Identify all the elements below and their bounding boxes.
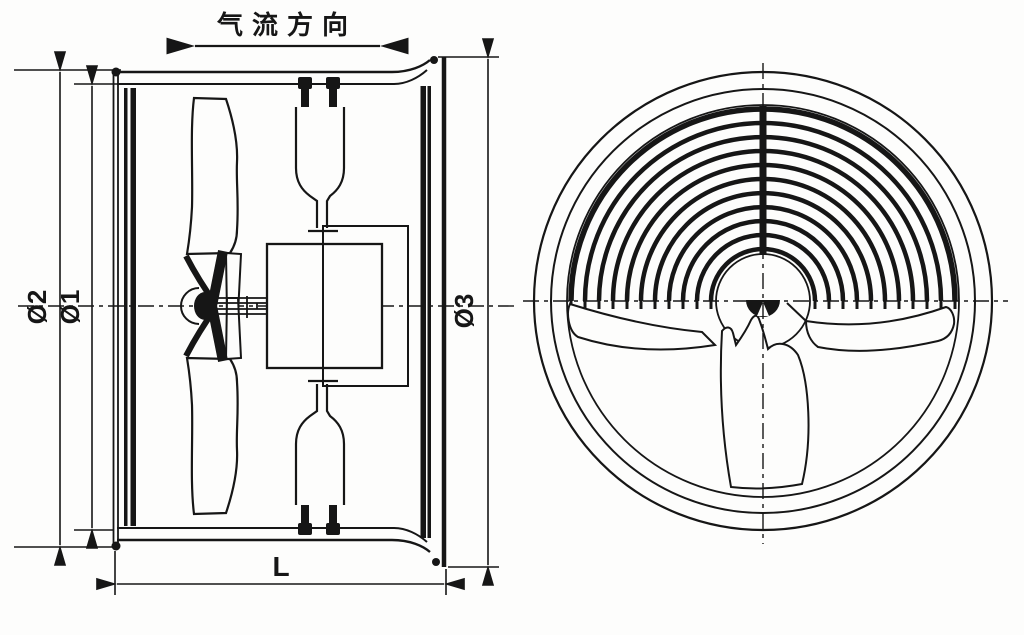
airflow-direction-label: 气流方向 [216,10,357,41]
bottom-blade [719,314,810,490]
fan-blade-profile [185,96,239,256]
casing-top-inner [117,69,428,85]
dimension-lines [14,37,499,595]
dim-ext-phi1 [74,83,118,531]
casing-top-outer [117,59,431,74]
flange-beads [111,56,440,566]
dim-ext-length [114,551,447,595]
dim-label-phi3: Ø3 [449,294,479,329]
motor-body [265,242,384,370]
right-blade [804,305,956,352]
shaft-lines [208,296,267,318]
motor-support-strut [294,107,346,233]
strut-bolts [298,77,340,107]
hub-nose-dark [194,292,216,320]
hub-nose-outline [180,287,200,325]
dim-label-phi1: Ø1 [55,290,85,325]
casing-bottom-inner [117,527,428,543]
fan-casing [111,56,447,567]
motor-assembly [265,225,409,387]
right-blade-root-line [786,302,807,322]
front-view [523,63,1008,544]
left-flange-face [112,70,119,548]
impeller-blades [567,302,956,490]
front-view-centerlines [523,63,1008,544]
dim-label-phi2: Ø2 [22,290,52,325]
dim-ext-phi3 [438,56,499,568]
hub-and-shaft [180,287,267,325]
inner-ring-bars [124,86,431,538]
dim-label-length: L [272,551,289,582]
grille-center-spine [759,106,767,255]
blade-root-dark [207,250,228,307]
casing-bottom-outer [117,538,431,553]
left-blade [567,302,718,351]
side-view: 气流方向 Ø2 Ø1 Ø3 L [14,10,516,595]
